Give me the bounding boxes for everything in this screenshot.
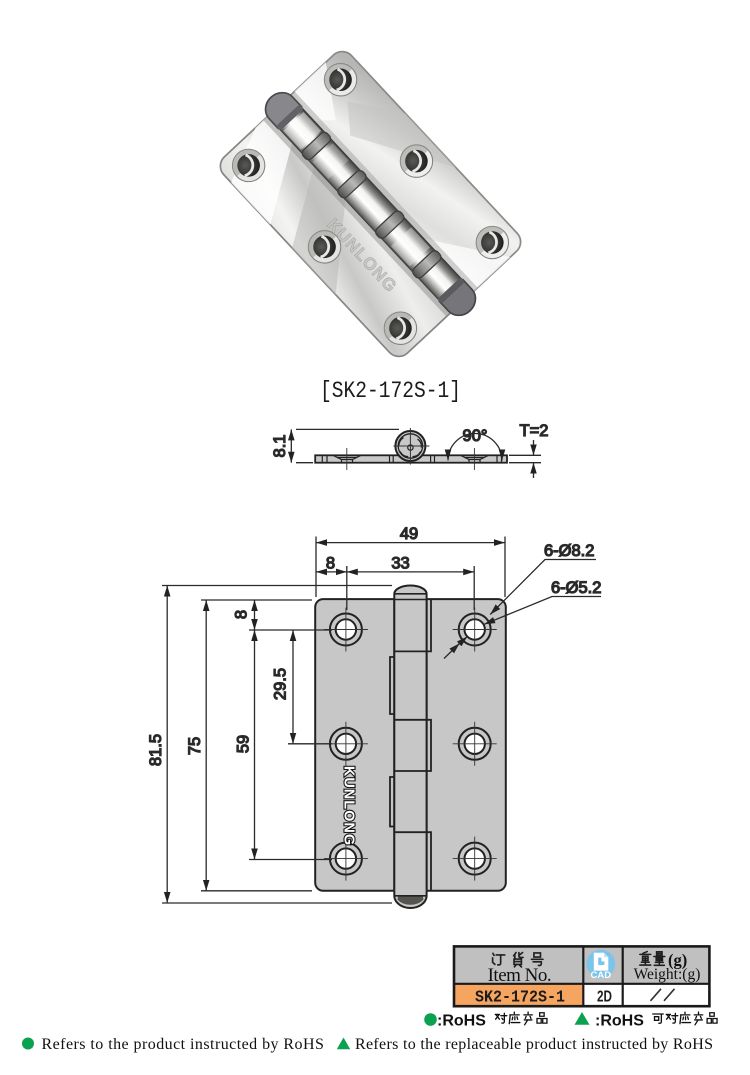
svg-text:75: 75 — [186, 737, 204, 755]
svg-text:Refers to the replaceable prod: Refers to the replaceable product instru… — [355, 1036, 713, 1053]
svg-text:29.5: 29.5 — [272, 668, 290, 700]
svg-text:CAD: CAD — [591, 970, 612, 981]
svg-text:81.5: 81.5 — [147, 734, 165, 766]
svg-text::RoHS: :RoHS — [595, 1013, 644, 1030]
svg-text:2D: 2D — [597, 989, 612, 1006]
svg-text:8: 8 — [326, 555, 335, 573]
svg-text:6-Ø8.2: 6-Ø8.2 — [544, 542, 594, 560]
svg-text:8.1: 8.1 — [271, 435, 289, 458]
svg-text:KUNLONG: KUNLONG — [341, 766, 357, 846]
svg-text:SK2-172S-1: SK2-172S-1 — [475, 989, 565, 1008]
svg-text:Refers to the product instruct: Refers to the product instructed by RoHS — [42, 1036, 325, 1053]
svg-text:T=2: T=2 — [520, 422, 549, 440]
svg-text:[SK2-172S-1]: [SK2-172S-1] — [320, 378, 461, 404]
svg-text:59: 59 — [235, 735, 253, 753]
svg-text:Item No.: Item No. — [488, 965, 552, 986]
svg-text:49: 49 — [400, 525, 418, 543]
svg-text:90°: 90° — [463, 427, 488, 445]
svg-text:6-Ø5.2: 6-Ø5.2 — [551, 579, 601, 597]
svg-text:(g): (g) — [668, 951, 687, 970]
svg-text:Weight:(g): Weight:(g) — [634, 966, 701, 983]
svg-text::RoHS: :RoHS — [437, 1013, 486, 1030]
svg-text:8: 8 — [233, 610, 251, 619]
svg-text:33: 33 — [391, 555, 409, 573]
